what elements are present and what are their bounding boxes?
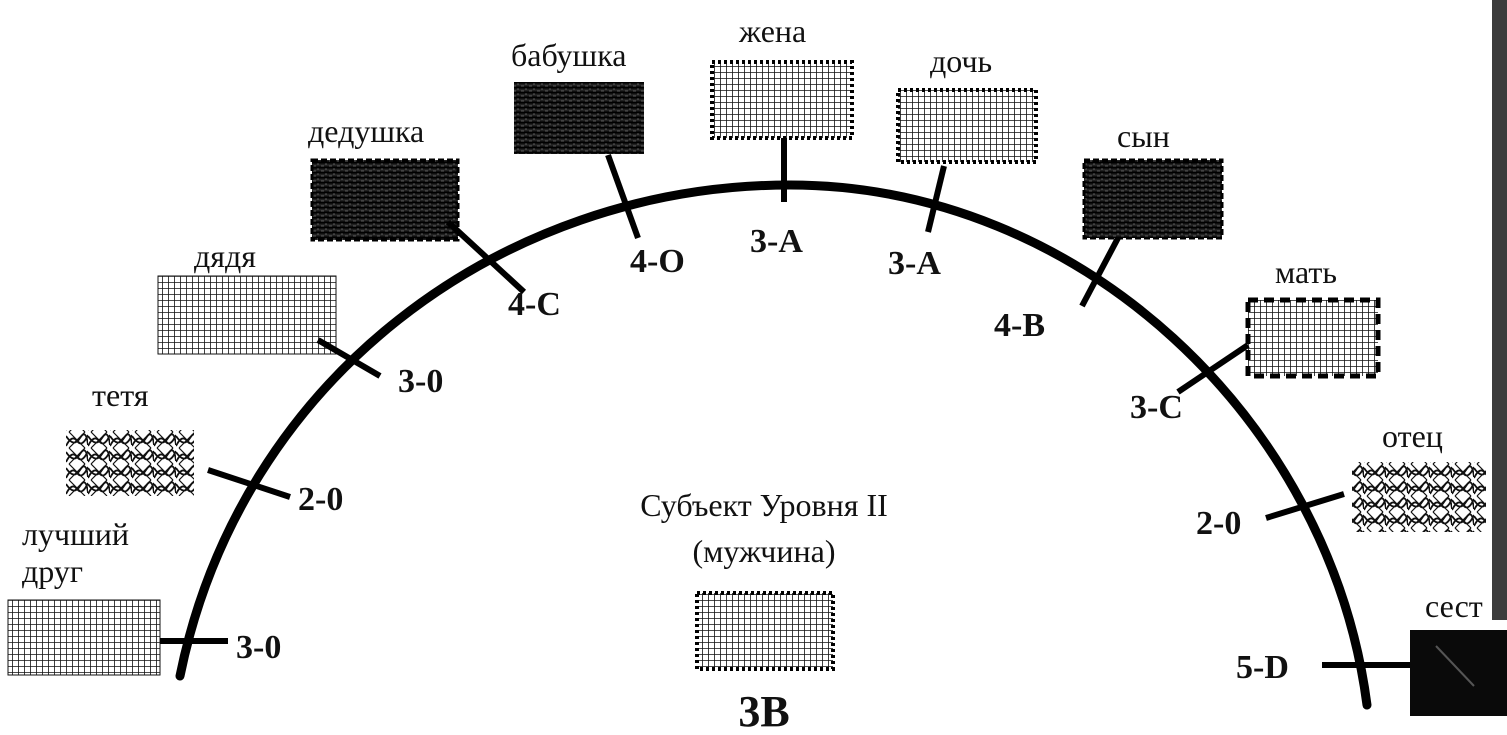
relative-best-friend: лучший друг 3-0 xyxy=(7,516,281,676)
relative-grandmother: бабушка 4-O xyxy=(511,37,685,280)
relative-swatch xyxy=(310,158,460,242)
relative-label: сест xyxy=(1425,588,1483,624)
relative-mother: мать 3-C xyxy=(1130,254,1381,426)
relative-label-line2: друг xyxy=(22,553,83,589)
page-edge-shadow xyxy=(1492,0,1507,620)
subject-node: Субъект Уровня II (мужчина) 3B xyxy=(640,487,888,735)
relative-swatch xyxy=(7,599,161,676)
relative-code: 3-0 xyxy=(236,629,281,666)
relative-code: 3-A xyxy=(750,223,803,260)
relative-code: 3-A xyxy=(888,245,941,282)
relative-swatch xyxy=(1082,158,1224,240)
relative-swatch xyxy=(514,82,644,154)
relative-swatch xyxy=(710,60,854,140)
relative-label: дедушка xyxy=(308,113,424,149)
relative-code: 2-0 xyxy=(1196,505,1241,542)
subject-subtitle: (мужчина) xyxy=(693,533,836,569)
relative-grandfather: дедушка 4-C xyxy=(308,113,561,323)
relative-uncle: дядя 3-0 xyxy=(157,238,443,400)
relative-swatch xyxy=(1352,462,1486,532)
subject-title: Субъект Уровня II xyxy=(640,487,888,523)
subject-code: 3B xyxy=(738,687,789,735)
relative-swatch xyxy=(1245,297,1381,379)
relative-label: сын xyxy=(1117,118,1170,154)
relative-father: отец 2-0 xyxy=(1196,418,1486,542)
relative-swatch xyxy=(896,88,1038,164)
relative-label: тетя xyxy=(92,377,149,413)
relative-daughter: дочь 3-A xyxy=(888,43,1038,282)
relative-son: сын 4-B xyxy=(994,118,1224,344)
relative-code: 2-0 xyxy=(298,481,343,518)
relative-label: жена xyxy=(738,13,806,49)
relative-label: отец xyxy=(1382,418,1443,454)
relative-swatch xyxy=(157,275,337,355)
relative-code: 4-O xyxy=(630,243,685,280)
relative-code: 5-D xyxy=(1236,649,1289,686)
subject-swatch xyxy=(695,591,835,671)
relative-swatch xyxy=(1410,630,1507,716)
relative-code: 3-0 xyxy=(398,363,443,400)
relative-code: 4-C xyxy=(508,286,561,323)
relative-label: бабушка xyxy=(511,37,626,73)
relative-code: 3-C xyxy=(1130,389,1183,426)
relative-aunt: тетя 2-0 xyxy=(66,377,343,518)
relative-code: 4-B xyxy=(994,307,1045,344)
relative-swatch xyxy=(66,430,194,496)
relative-wife: жена 3-A xyxy=(710,13,854,260)
relative-label: лучший xyxy=(22,516,129,552)
relative-label: дочь xyxy=(930,43,992,79)
relative-label: дядя xyxy=(194,238,256,274)
relative-label: мать xyxy=(1275,254,1337,290)
relative-sister: сест 5-D xyxy=(1236,588,1507,716)
